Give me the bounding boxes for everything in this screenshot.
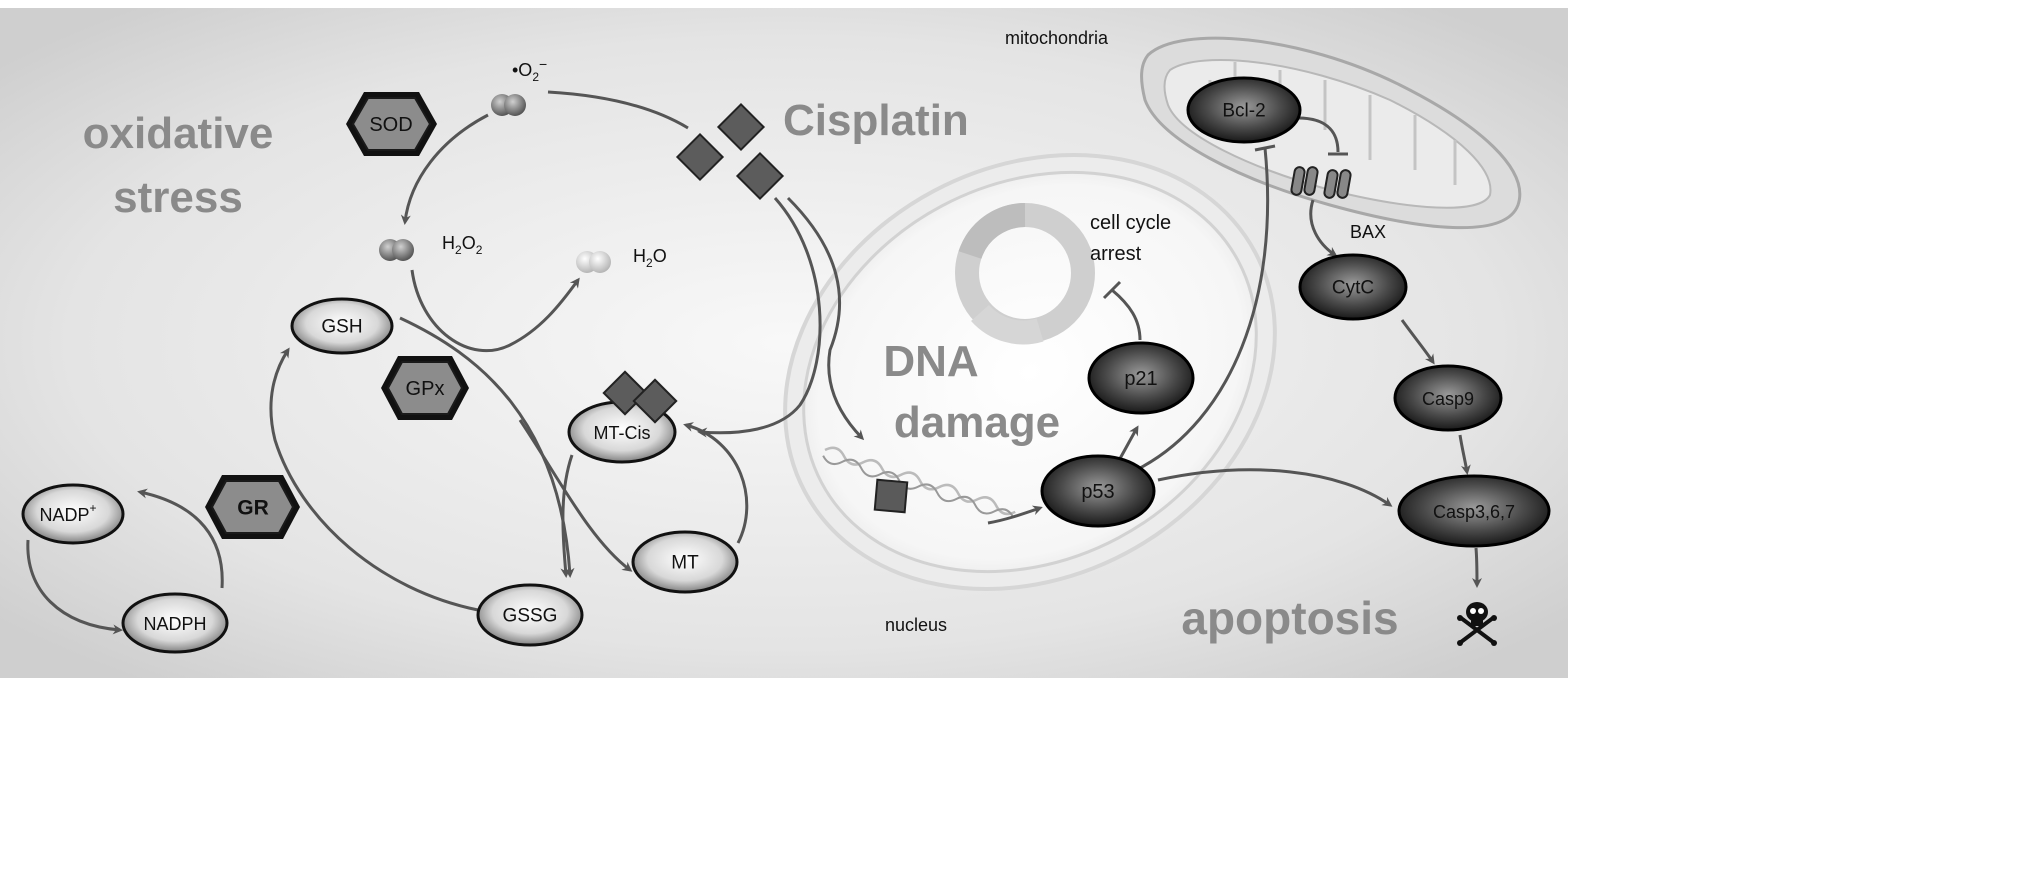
nadp-superscript: + [90, 501, 97, 515]
dna-damage-heading-line2: damage [894, 398, 1060, 447]
hydrogen-peroxide-molecule [379, 239, 414, 261]
oxidative-stress-heading-line1: oxidative [83, 109, 274, 158]
cytc-label: CytC [1332, 278, 1374, 299]
node-nadp: NADP+ [21, 483, 125, 545]
nadp-label: NADP [39, 505, 89, 525]
pathway-arrows [26, 90, 1482, 635]
node-casp367: Casp3,6,7 [1397, 474, 1551, 548]
apoptosis-heading: apoptosis [1181, 592, 1398, 644]
water-molecule [576, 251, 611, 273]
sod-label: SOD [369, 114, 412, 136]
node-p21: p21 [1087, 341, 1195, 415]
p21-label: p21 [1124, 368, 1157, 390]
mt-cis-label: MT-Cis [594, 423, 651, 443]
diagram-canvas: SOD GPx GR GSH GSSG NADP+ NADPH MT-Cis M… [0, 8, 1568, 678]
enzyme-gr: GR [205, 475, 300, 539]
gr-label: GR [237, 497, 269, 520]
bcl2-label: Bcl-2 [1222, 101, 1265, 122]
enzyme-gpx: GPx [381, 356, 469, 420]
node-mt-cis: MT-Cis [567, 370, 678, 464]
nadph-label: NADPH [143, 614, 206, 634]
cell-cycle-arrest-line1: cell cycle [1090, 212, 1171, 234]
dna-damage-heading-line1: DNA [883, 337, 978, 386]
p53-label: p53 [1081, 481, 1114, 503]
mitochondria-label: mitochondria [1005, 28, 1109, 48]
bax-pore [1290, 166, 1352, 199]
gsh-label: GSH [321, 317, 362, 338]
casp9-label: Casp9 [1422, 389, 1474, 409]
node-p53: p53 [1040, 454, 1156, 528]
svg-text:NADP+: NADP+ [39, 501, 96, 525]
node-mt: MT [631, 530, 739, 594]
cisplatin-molecules [675, 102, 785, 201]
oxidative-stress-heading-line2: stress [113, 173, 243, 222]
dna-strand [822, 446, 1016, 518]
enzyme-sod: SOD [346, 92, 437, 156]
casp367-label: Casp3,6,7 [1433, 502, 1515, 522]
cisplatin-mechanism-diagram: SOD GPx GR GSH GSSG NADP+ NADPH MT-Cis M… [0, 8, 1568, 678]
node-bcl2: Bcl-2 [1186, 76, 1302, 144]
node-cytc: CytC [1298, 253, 1408, 321]
gpx-label: GPx [406, 378, 445, 400]
node-gssg: GSSG [476, 583, 584, 647]
superoxide-molecule [491, 94, 526, 116]
cell-cycle-arrest-line2: arrest [1090, 243, 1142, 265]
h2o2-label: H2O2 [442, 233, 483, 257]
node-nadph: NADPH [121, 592, 229, 654]
nucleus-label: nucleus [885, 615, 947, 635]
skull-and-crossbones-icon [1457, 602, 1497, 646]
bax-label: BAX [1350, 222, 1386, 242]
mt-label: MT [671, 553, 699, 574]
h2o-label: H2O [633, 246, 667, 270]
cell-cycle-ring [955, 203, 1095, 345]
node-gsh: GSH [290, 297, 394, 355]
cisplatin-heading: Cisplatin [783, 96, 969, 145]
gssg-label: GSSG [503, 606, 558, 627]
superoxide-label: •O2− [512, 56, 547, 84]
node-casp9: Casp9 [1393, 364, 1503, 432]
